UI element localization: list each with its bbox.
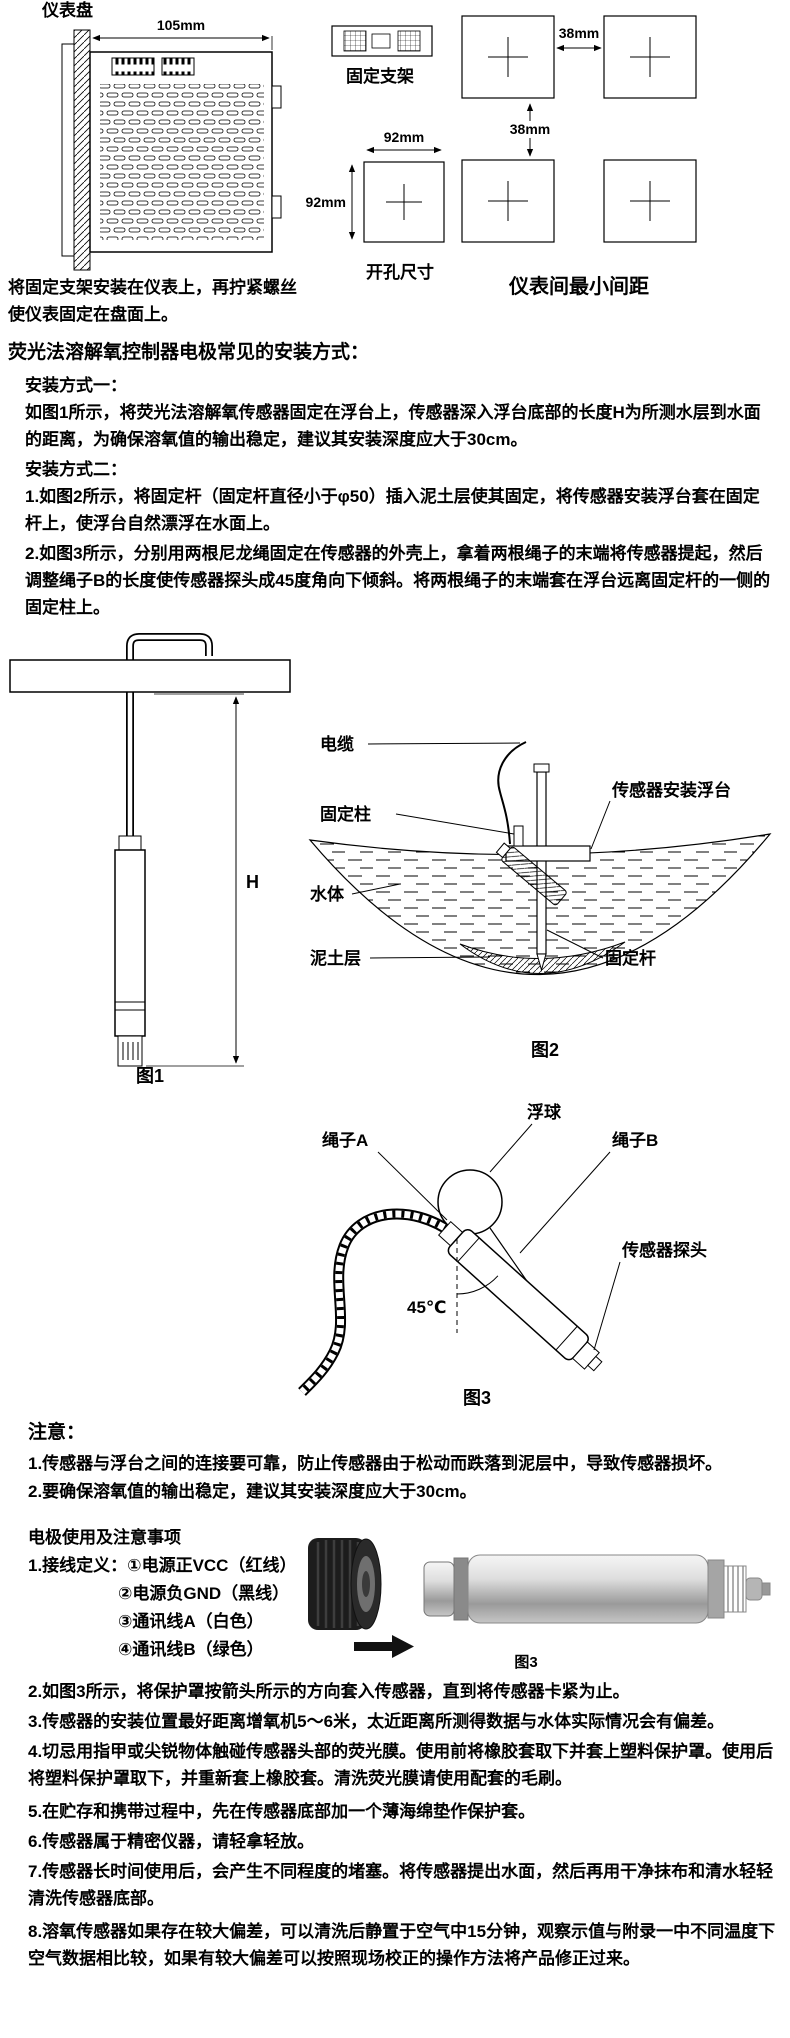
fig2-mud-label: 泥土层 xyxy=(310,948,361,968)
fig3-ball-label: 浮球 xyxy=(527,1102,562,1122)
usage-item: 3.传感器的安装位置最好距离增氧机5～6米，太近距离所测得数据与水体实际情况会有… xyxy=(28,1712,725,1731)
dim-92mm-top: 92mm xyxy=(384,129,424,145)
notice-item: 2.要确保溶氧值的输出稳定，建议其安装深度应大于30cm。 xyxy=(28,1482,477,1501)
fig1-float-platform xyxy=(9,659,291,693)
dim-105mm: 105mm xyxy=(157,17,205,33)
fig1-sensor-body xyxy=(114,849,146,1037)
fig1-h-label: H xyxy=(246,872,259,892)
fig1-caption: 图1 xyxy=(136,1066,164,1086)
fig2-post-label: 固定柱 xyxy=(320,804,371,824)
fig2-fixing-rod xyxy=(536,771,547,955)
hole-size-label: 开孔尺寸 xyxy=(366,262,434,282)
direction-arrow-icon xyxy=(354,1635,414,1658)
fig3-angle-label: 45℃ xyxy=(407,1298,447,1317)
cutout-drawing: 92mm 92mm 开孔尺寸 xyxy=(306,129,445,282)
notice-item: 1.传感器与浮台之间的连接要可靠，防止传感器由于松动而跌落到泥层中，导致传感器损… xyxy=(28,1454,723,1473)
fig3-probe-label: 传感器探头 xyxy=(621,1240,707,1260)
sensor-body-photo xyxy=(423,1554,771,1624)
usage-item: 6.传感器属于精密仪器，请轻拿轻放。 xyxy=(28,1832,315,1851)
fig3-diagram: 45℃ 浮球 绳子A 绳子B 传感器探头 图3 xyxy=(298,1102,707,1408)
terminal-block-1 xyxy=(111,57,155,76)
meter-vent-slots xyxy=(100,84,264,240)
wiring-line: 1.接线定义：①电源正VCC（红线） xyxy=(28,1556,297,1575)
fig3-sensor xyxy=(437,1221,603,1372)
fig2-cable xyxy=(497,741,527,845)
fig1-sensor-on-float: H 图1 xyxy=(9,633,291,1086)
sensor-product-photo: 图3 xyxy=(308,1538,771,1671)
fig2-pond-section: 电缆 固定柱 传感器安装浮台 水体 泥土层 固定杆 图2 xyxy=(308,734,772,1060)
usage-item: 5.在贮存和携带过程中，先在传感器底部加一个薄海绵垫作保护套。 xyxy=(28,1802,536,1821)
method2-title: 安装方式二： xyxy=(25,460,127,479)
dim-38mm-vertical: 38mm xyxy=(510,121,550,137)
method1-text: 如图1所示，将荧光法溶解氧传感器固定在浮台上，传感器深入浮台底部的长度H为所测水… xyxy=(25,403,761,449)
usage-item: 7.传感器长时间使用后，会产生不同程度的堵塞。将传感器提出水面，然后再用干净抹布… xyxy=(28,1862,774,1908)
usage-item: 4.切忌用指甲或尖锐物体触碰传感器头部的荧光膜。使用前将橡胶套取下并套上塑料保护… xyxy=(28,1742,774,1788)
spacing-drawing: 38mm 38mm 仪表间最小间距 xyxy=(461,15,697,298)
mount-note: 将固定支架安装在仪表上，再拧紧螺丝使仪表固定在盘面上。 xyxy=(8,278,297,324)
fig2-cable-label: 电缆 xyxy=(320,734,354,754)
fig2-rod-label: 固定杆 xyxy=(605,948,656,968)
panel-label: 仪表盘 xyxy=(41,0,93,20)
meter-front-flange xyxy=(61,43,75,257)
panel-wall-hatch xyxy=(73,29,91,271)
wiring-line: ③通讯线A（白色） xyxy=(118,1612,264,1631)
usage-title: 电极使用及注意事项 xyxy=(28,1528,181,1547)
method2-item2: 2.如图3所示，分别用两根尼龙绳固定在传感器的外壳上，拿着两根绳子的末端将传感器… xyxy=(25,544,771,617)
fig2-platform-label: 传感器安装浮台 xyxy=(611,780,731,800)
dim-38mm-horizontal: 38mm xyxy=(559,25,599,41)
fig2-diagram: 电缆 固定柱 传感器安装浮台 水体 泥土层 固定杆 图2 xyxy=(308,734,772,1060)
wiring-line: ②电源负GND（黑线） xyxy=(118,1584,290,1603)
mount-clip-top xyxy=(271,85,282,109)
fig2-fixing-post xyxy=(513,825,524,847)
fig2-sensor xyxy=(495,842,567,906)
fig3-rope-a-label: 绳子A xyxy=(322,1130,368,1150)
fig3-caption: 图3 xyxy=(463,1388,491,1408)
fig2-caption: 图2 xyxy=(531,1040,559,1060)
fig1-diagram: H 图1 xyxy=(9,633,291,1086)
fig2-water-label: 水体 xyxy=(310,884,345,904)
fig3-float-ball xyxy=(437,1169,503,1235)
protective-cap-photo xyxy=(308,1538,382,1630)
bracket-label: 固定支架 xyxy=(346,66,414,86)
product-figure-caption: 图3 xyxy=(514,1654,537,1671)
fig2-mud-layer xyxy=(459,941,626,974)
min-spacing-label: 仪表间最小间距 xyxy=(508,274,649,298)
terminal-block-2 xyxy=(161,57,195,76)
fig3-rope-b-label: 绳子B xyxy=(612,1130,658,1150)
usage-item: 8.溶氧传感器如果存在较大偏差，可以清洗后静置于空气中15分钟，观察示值与附录一… xyxy=(28,1922,776,1968)
fig1-sensor-collar xyxy=(118,835,142,851)
method2-item1: 1.如图2所示，将固定杆（固定杆直径小于φ50）插入泥土层使其固定，将传感器安装… xyxy=(25,487,760,533)
bracket-drawing: 固定支架 xyxy=(331,25,433,86)
method1-title: 安装方式一： xyxy=(25,376,127,395)
install-title: 荧光法溶解氧控制器电极常见的安装方式： xyxy=(8,342,370,363)
wiring-line: ④通讯线B（绿色） xyxy=(118,1640,264,1659)
panel-meter-drawing: 仪表盘 105mm xyxy=(41,0,282,271)
mount-clip-bottom xyxy=(271,195,282,219)
notice-title: 注意： xyxy=(28,1422,86,1443)
installation-drawings: 仪表盘 105mm 固定支架 xyxy=(41,0,697,298)
dim-92mm-left: 92mm xyxy=(306,194,346,210)
usage-item: 2.如图3所示，将保护罩按箭头所示的方向套入传感器，直到将传感器卡紧为止。 xyxy=(28,1682,630,1701)
fig3-angle-arc xyxy=(456,1275,499,1295)
fig3-rope-suspension: 45℃ 浮球 绳子A 绳子B 传感器探头 图3 xyxy=(298,1102,707,1408)
